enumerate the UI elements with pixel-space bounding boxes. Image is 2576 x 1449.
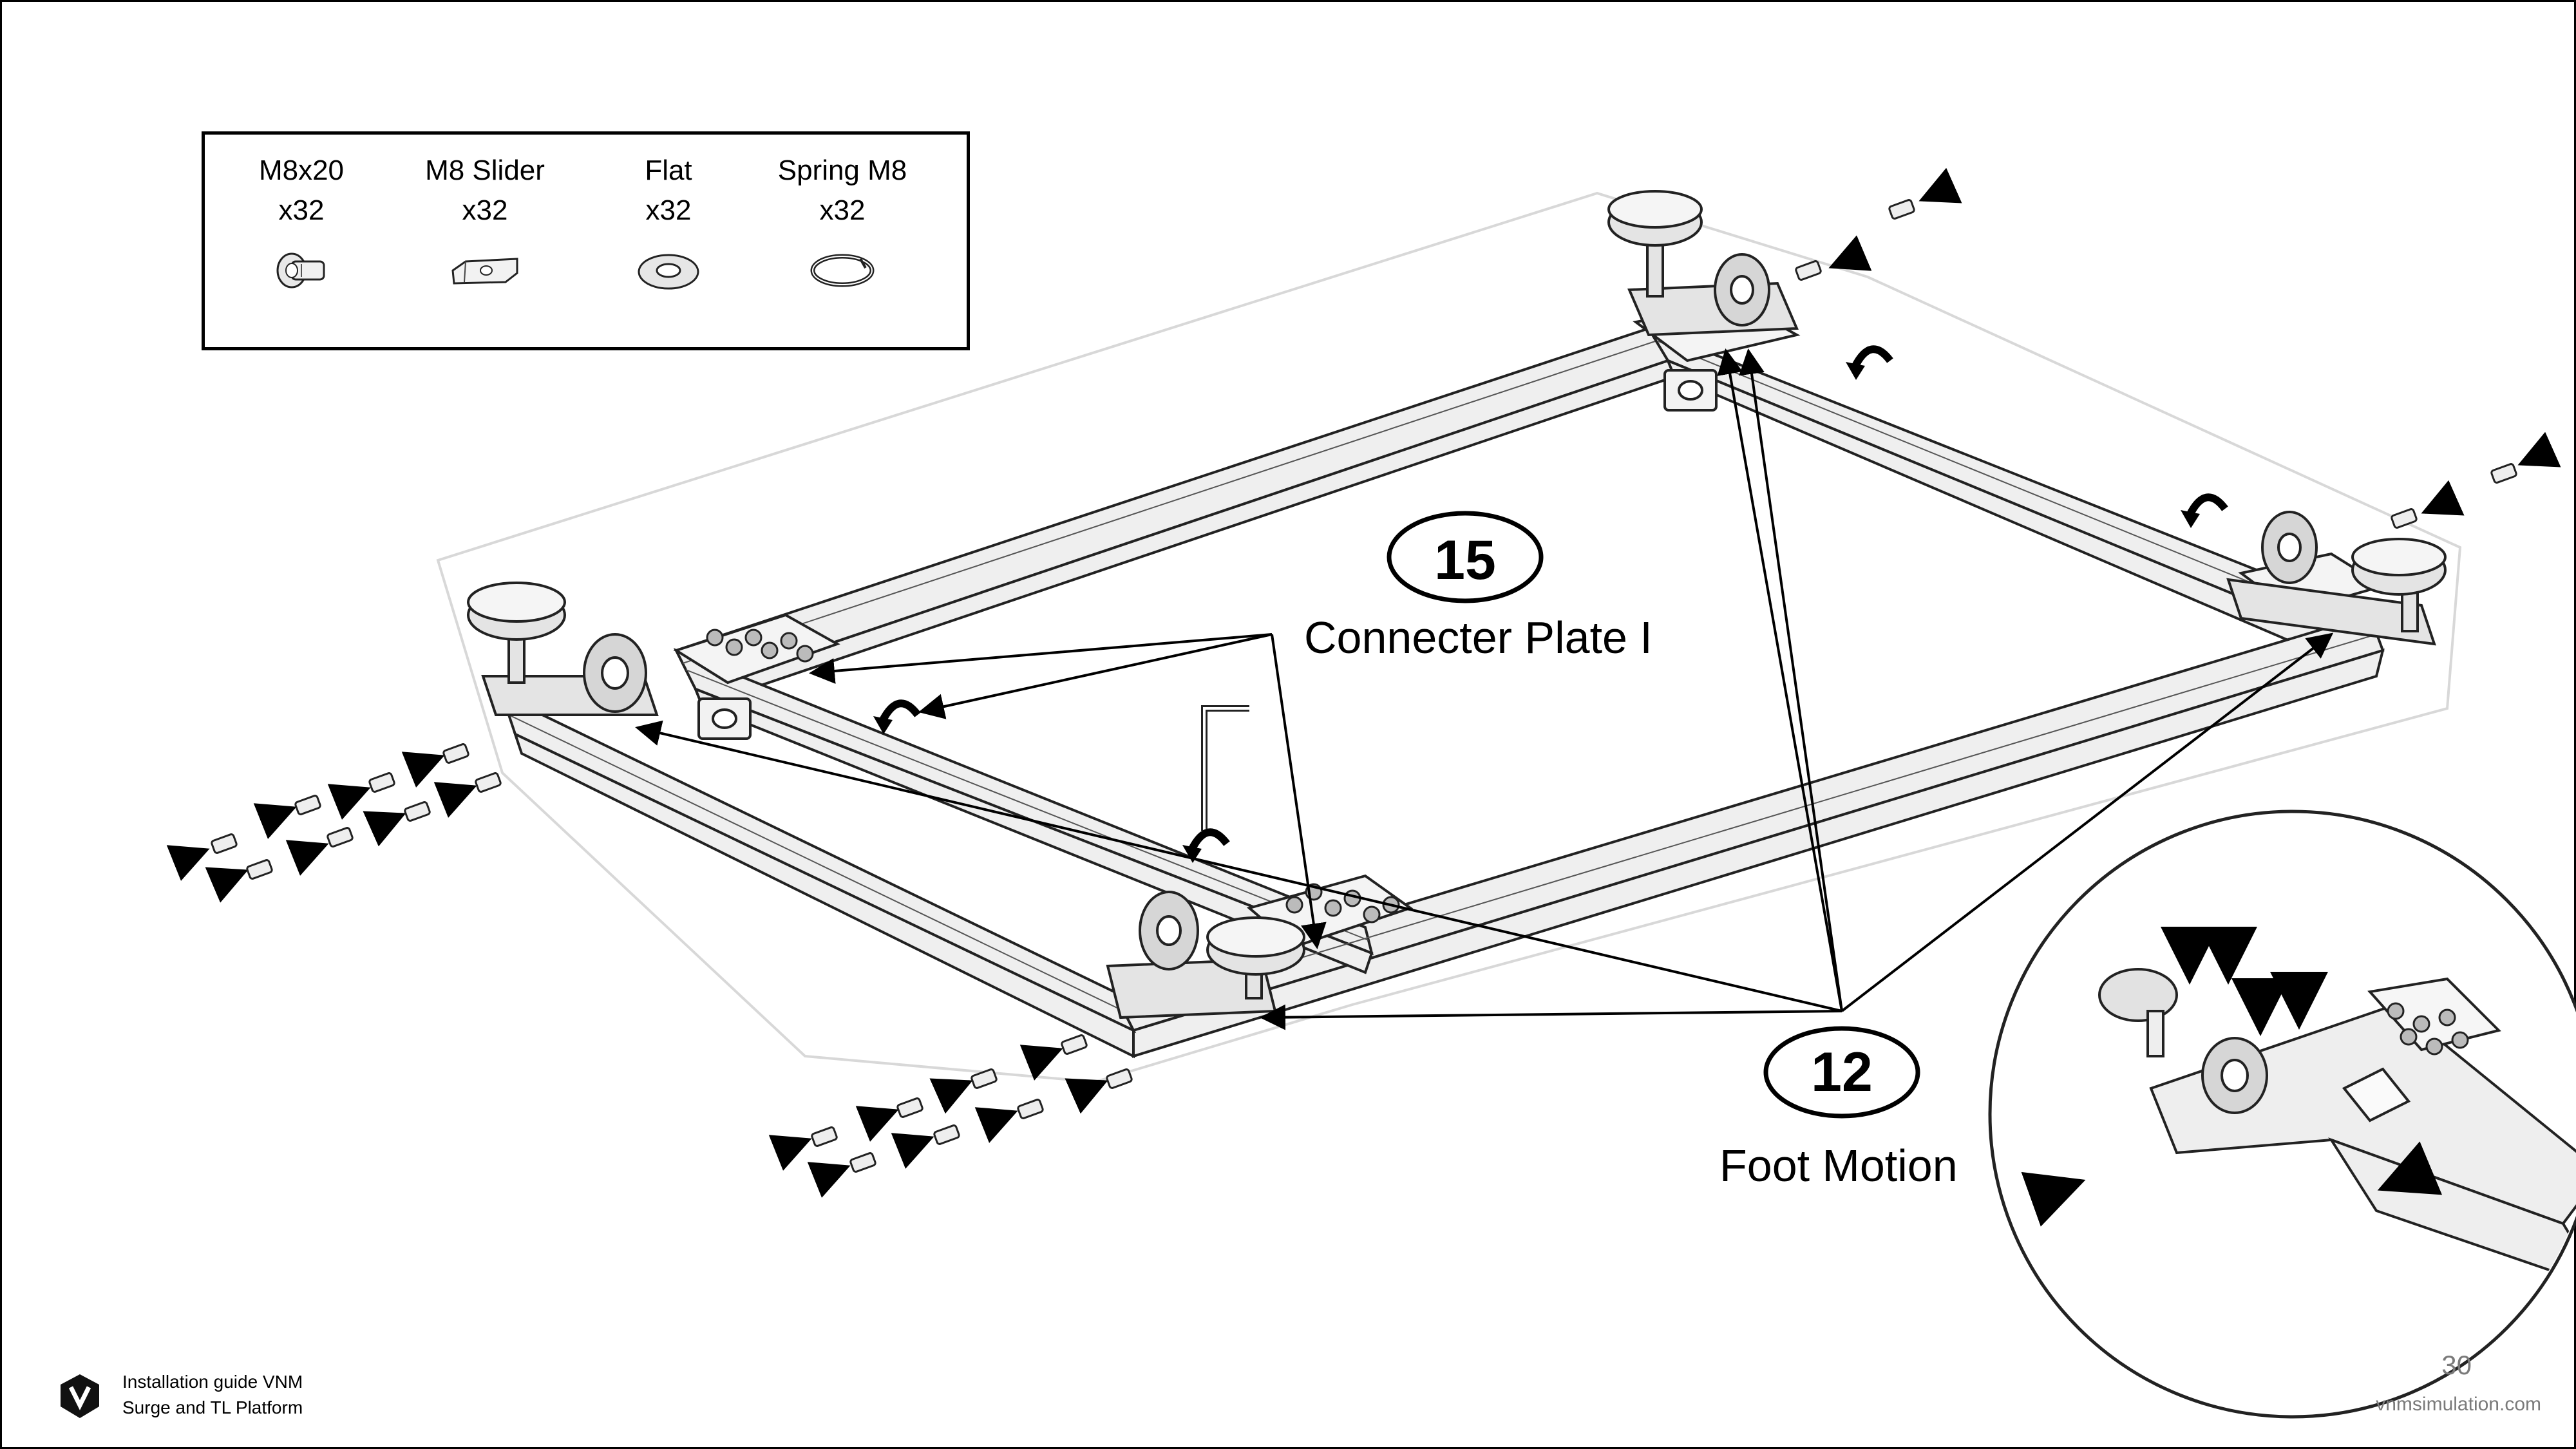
flat-washer-icon <box>638 254 699 290</box>
footer-line-2: Surge and TL Platform <box>122 1397 303 1417</box>
part-name: M8x20 <box>258 155 345 186</box>
m8-slider-nut-icon <box>451 258 518 285</box>
part-qty: x32 <box>819 194 866 226</box>
callout-12-label: Foot Motion <box>1719 1141 1958 1191</box>
part-qty: x32 <box>462 194 508 226</box>
foot-motion-assemblies <box>467 190 2447 1019</box>
website-link[interactable]: vnmsimulation.com <box>2376 1394 2541 1415</box>
callout-15-bubble <box>1387 511 1544 603</box>
part-qty: x32 <box>645 194 692 226</box>
rotation-arrows <box>878 345 2228 852</box>
callout-leader-lines <box>635 348 2334 1030</box>
footer-guide-title: Installation guide VNM Surge and TL Plat… <box>122 1369 303 1421</box>
callout-12-number: 12 <box>1811 1041 1873 1103</box>
m8x20-bolt-icon <box>276 252 325 289</box>
parts-list-box: M8x20 x32 M8 Slider x32 Flat x32 Spring … <box>202 131 970 350</box>
callout-15-label: Connecter Plate I <box>1304 612 1653 663</box>
slider-nut-insert-arrows <box>166 167 2561 1198</box>
part-name: M8 Slider <box>425 155 545 186</box>
part-flat: Flat x32 <box>585 151 752 296</box>
spring-washer-icon <box>810 254 875 287</box>
part-spring-m8: Spring M8 x32 <box>759 151 926 296</box>
part-name: Flat <box>645 155 692 186</box>
part-m8-slider: M8 Slider x32 <box>401 151 569 296</box>
footer-line-1: Installation guide VNM <box>122 1372 303 1392</box>
vnm-logo-icon <box>61 1374 99 1418</box>
page-number: 30 <box>2441 1350 2472 1380</box>
part-name: Spring M8 <box>777 155 907 186</box>
part-m8x20: M8x20 x32 <box>218 151 385 296</box>
part-qty: x32 <box>278 194 325 226</box>
callout-15-number: 15 <box>1434 529 1496 591</box>
callout-12-bubble <box>1763 1026 1920 1119</box>
foot-detail-inset <box>1988 810 2576 1419</box>
